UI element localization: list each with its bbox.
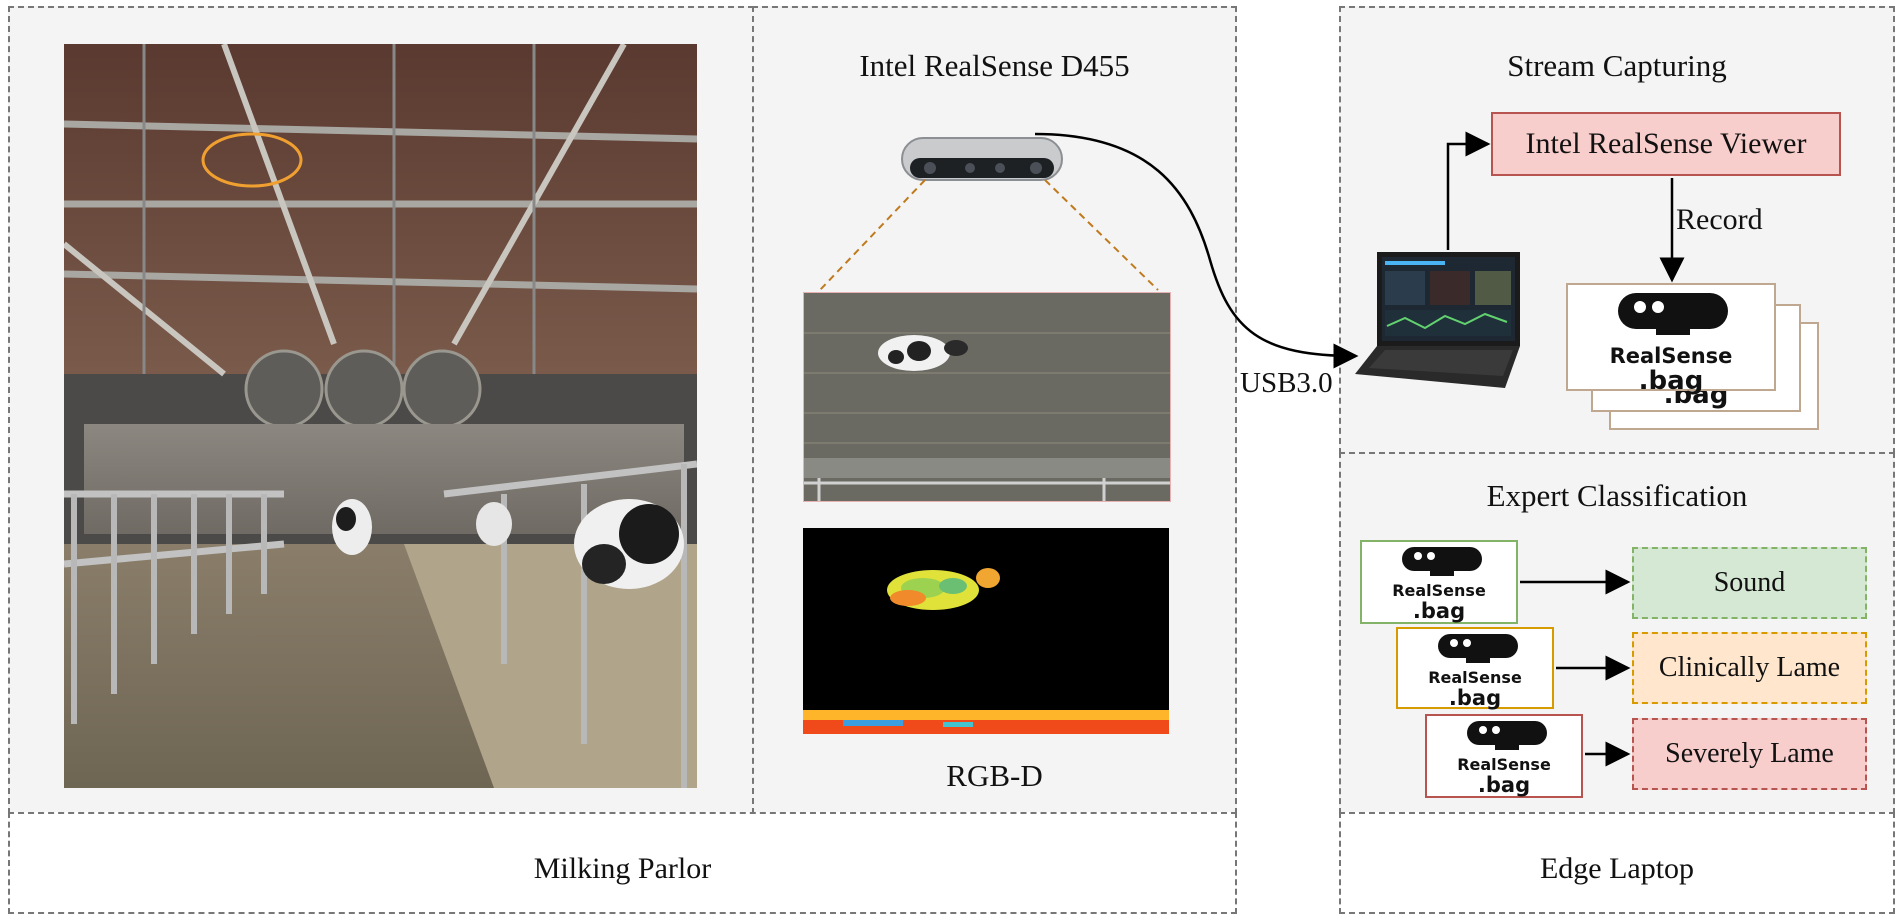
camera-title: Intel RealSense D455: [859, 48, 1130, 83]
realsense-logo-icon: [1402, 547, 1482, 576]
bag-file-card-sound: RealSense .bag: [1360, 540, 1518, 624]
bag-brand-sound: RealSense: [1392, 581, 1486, 600]
edge-laptop-label-box: [1339, 812, 1895, 914]
rgb-frame-image: [803, 292, 1171, 502]
class-severely-lame-label: Severely Lame: [1665, 738, 1834, 769]
stream-capturing-title: Stream Capturing: [1507, 48, 1727, 83]
bag-file-card-severely-lame: RealSense .bag: [1425, 714, 1583, 798]
realsense-viewer-box: Intel RealSense Viewer: [1491, 112, 1841, 176]
bag-ext-sound: .bag: [1412, 599, 1466, 623]
milking-parlor-label-box: [8, 812, 1237, 914]
realsense-logo-icon: [1438, 634, 1518, 663]
laptop-icon: [1355, 246, 1525, 392]
depth-frame-image: [803, 528, 1169, 734]
milking-parlor-photo-art: [64, 44, 697, 788]
bag-brand-clinically-lame: RealSense: [1428, 668, 1522, 687]
milking-parlor-label: Milking Parlor: [533, 852, 712, 885]
realsense-camera-icon: [900, 132, 1064, 186]
record-label: Record: [1676, 203, 1763, 236]
rgbd-label: RGB-D: [946, 758, 1043, 793]
expert-classification-title: Expert Classification: [1486, 478, 1748, 513]
bag-brand-severely-lame: RealSense: [1457, 755, 1551, 774]
class-severely-lame: Severely Lame: [1632, 718, 1867, 790]
realsense-viewer-label: Intel RealSense Viewer: [1525, 127, 1807, 160]
edge-laptop-label: Edge Laptop: [1539, 852, 1695, 885]
bag-file-card-clinically-lame: RealSense .bag: [1396, 627, 1554, 709]
usb-label: USB3.0: [1240, 367, 1333, 399]
class-sound-label: Sound: [1713, 567, 1786, 598]
bag-ext-main: .bag: [1638, 366, 1704, 396]
realsense-logo-icon: [1467, 721, 1547, 750]
class-clinically-lame: Clinically Lame: [1632, 632, 1867, 704]
bag-file-card-main: RealSense .bag: [1566, 283, 1776, 395]
bag-ext-severely-lame: .bag: [1477, 773, 1531, 797]
bag-ext-clinically-lame: .bag: [1448, 686, 1502, 710]
class-clinically-lame-label: Clinically Lame: [1658, 652, 1841, 683]
milking-parlor-photo: [64, 44, 697, 788]
realsense-logo-icon: [1618, 293, 1728, 335]
class-sound: Sound: [1632, 547, 1867, 619]
bag-brand-main: RealSense: [1609, 344, 1733, 368]
